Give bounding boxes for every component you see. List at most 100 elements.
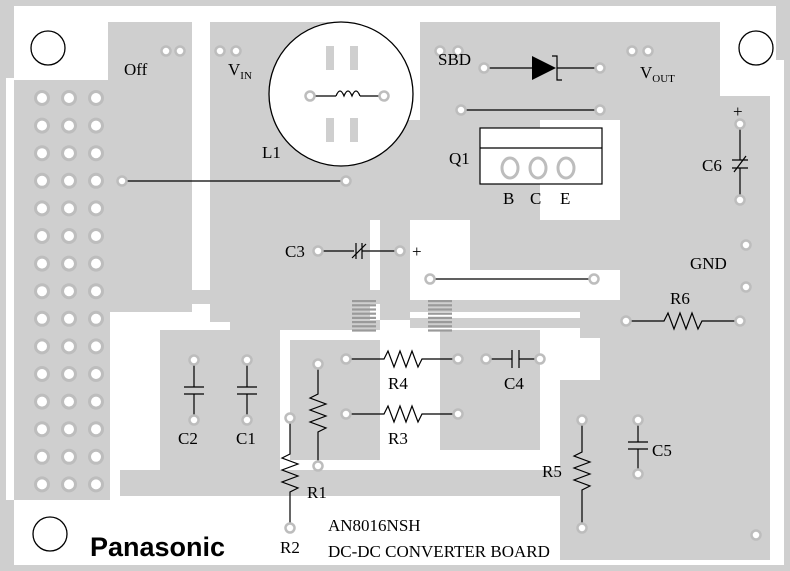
solder-pad bbox=[452, 408, 464, 420]
solder-pad bbox=[734, 194, 746, 206]
solder-pad bbox=[340, 408, 352, 420]
header-pad bbox=[34, 338, 50, 355]
header-pad bbox=[88, 476, 104, 493]
label-c4: C4 bbox=[504, 374, 524, 393]
solder-pad bbox=[620, 315, 632, 327]
brand-logo: Panasonic bbox=[90, 532, 225, 562]
solder-pad bbox=[734, 118, 746, 130]
ic-pin-left bbox=[352, 316, 376, 319]
header-pad bbox=[88, 366, 104, 382]
header-pad bbox=[34, 448, 50, 465]
solder-pad bbox=[626, 45, 638, 57]
solder-pad bbox=[594, 104, 606, 116]
ic-pins bbox=[352, 300, 452, 332]
header-pad bbox=[34, 476, 50, 493]
ic-pin-left bbox=[352, 325, 376, 328]
header-pad bbox=[61, 366, 77, 382]
solder-pad bbox=[312, 358, 324, 370]
header-pad bbox=[88, 255, 104, 272]
header-pad bbox=[61, 228, 77, 244]
mounting-hole-top-left bbox=[30, 30, 66, 66]
solder-pad bbox=[642, 45, 654, 57]
inductor-l1 bbox=[268, 21, 414, 167]
solder-pad bbox=[594, 62, 606, 74]
label-gnd: GND bbox=[690, 254, 727, 273]
solder-pad bbox=[424, 273, 436, 285]
label-plus-c6: + bbox=[733, 102, 743, 121]
solder-pad bbox=[588, 273, 600, 285]
header-pad bbox=[34, 255, 50, 272]
solder-pad bbox=[394, 245, 406, 257]
board-title: DC-DC CONVERTER BOARD bbox=[328, 542, 550, 561]
label-l1: L1 bbox=[262, 143, 281, 162]
solder-pad bbox=[576, 414, 588, 426]
ic-pin-left bbox=[352, 321, 376, 324]
header-pad bbox=[88, 172, 104, 189]
label-c1: C1 bbox=[236, 429, 256, 448]
ic-pin-right bbox=[428, 304, 452, 307]
label-r1: R1 bbox=[307, 483, 327, 502]
solder-pad bbox=[312, 460, 324, 472]
header-pad bbox=[88, 228, 104, 244]
ic-pin-right bbox=[428, 316, 452, 319]
ic-pin-right bbox=[428, 300, 452, 303]
solder-pad bbox=[284, 412, 296, 424]
header-pad bbox=[34, 393, 50, 410]
ic-pin-left bbox=[352, 329, 376, 332]
solder-pad bbox=[160, 45, 172, 57]
label-sbd: SBD bbox=[438, 50, 471, 69]
solder-pad bbox=[241, 414, 253, 426]
label-off: Off bbox=[124, 60, 148, 79]
label-r5: R5 bbox=[542, 462, 562, 481]
ic-pin-left bbox=[352, 312, 376, 315]
solder-pad bbox=[188, 414, 200, 426]
solder-pad bbox=[740, 281, 752, 293]
label-c3: C3 bbox=[285, 242, 305, 261]
solder-pad bbox=[455, 104, 467, 116]
solder-pad bbox=[116, 175, 128, 187]
header-pad bbox=[34, 117, 50, 134]
label-c: C bbox=[530, 189, 541, 208]
header-pad bbox=[34, 421, 50, 438]
ic-pin-right bbox=[428, 325, 452, 328]
header-pad bbox=[34, 200, 50, 217]
label-r3: R3 bbox=[388, 429, 408, 448]
header-pad bbox=[61, 172, 77, 189]
header-pad bbox=[61, 421, 77, 438]
resistor-r3 bbox=[346, 404, 458, 424]
label-b: B bbox=[503, 189, 514, 208]
header-pad bbox=[34, 228, 50, 244]
header-pad bbox=[61, 145, 77, 162]
solder-pad bbox=[632, 414, 644, 426]
label-r6: R6 bbox=[670, 289, 690, 308]
mounting-hole-top-right bbox=[738, 30, 774, 66]
header-pad bbox=[88, 448, 104, 465]
ic-pin-right bbox=[428, 312, 452, 315]
header-pad bbox=[34, 172, 50, 189]
label-q1: Q1 bbox=[449, 149, 470, 168]
header-pad bbox=[88, 117, 104, 134]
header-pad bbox=[61, 476, 77, 493]
header-pad bbox=[34, 310, 50, 327]
solder-pad bbox=[304, 90, 316, 102]
header-pad bbox=[61, 338, 77, 355]
header-pad bbox=[88, 421, 104, 438]
header-pad bbox=[61, 255, 77, 272]
solder-pad bbox=[340, 175, 352, 187]
header-pad bbox=[88, 338, 104, 355]
header-pad bbox=[61, 283, 77, 300]
solder-pad bbox=[214, 45, 226, 57]
resistor-r2 bbox=[280, 418, 300, 528]
header-pad bbox=[34, 366, 50, 382]
solder-pad bbox=[312, 245, 324, 257]
label-vin: VIN bbox=[228, 60, 252, 82]
diode-sbd bbox=[484, 55, 600, 81]
wires bbox=[122, 109, 600, 280]
header-pad bbox=[61, 200, 77, 217]
solder-pad bbox=[284, 522, 296, 534]
label-c6: C6 bbox=[702, 156, 722, 175]
mounting-hole-bottom-left bbox=[32, 516, 68, 552]
ic-pin-right bbox=[428, 308, 452, 311]
resistor-r1 bbox=[308, 364, 328, 466]
header-pads bbox=[34, 90, 104, 493]
